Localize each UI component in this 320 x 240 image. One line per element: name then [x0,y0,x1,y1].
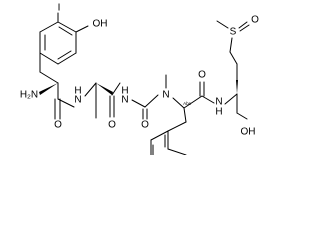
bond [229,37,233,53]
iodophenol-ring [39,21,77,65]
amide-n-label: N [215,97,222,108]
amide-h-label: H [74,86,81,97]
bond [216,20,229,29]
sulfur-label: S [230,27,237,38]
bond [172,97,185,109]
amide-h-label: H [215,107,222,118]
bond [229,51,238,65]
bond [39,52,59,65]
bond [57,52,77,65]
bond [144,94,159,108]
hydroxyl-label: OH [241,127,256,138]
bond [201,95,215,104]
sulfoxide-oxygen-label: O [251,15,259,26]
double-bond [239,24,250,32]
bond [111,82,121,96]
bond [75,25,89,33]
bond [57,98,75,108]
bond [183,107,187,123]
bond [167,121,187,132]
amide-n-label: N [121,95,128,106]
iodine-label: I [58,3,61,14]
stereo-wedge-bond [39,83,58,95]
stereo-wedge-bond [96,83,113,95]
bond [131,99,146,108]
double-bond [238,21,248,29]
stereo-wedge-bond [236,80,238,94]
chemical-structure-diagram: I OH H₂N O H N O H N O N A [20,3,259,155]
bond [150,130,169,141]
carbonyl-oxygen-label: O [108,120,116,131]
amide-h-label: H [121,86,128,97]
bond [236,112,248,120]
bond [183,95,203,109]
stereo-abs-label: Abs [183,101,192,106]
bond [224,93,238,105]
bond [39,21,59,33]
methyl-n-label: N [162,90,169,101]
carbonyl-oxygen-label: O [141,120,149,131]
carbonyl-oxygen-label: O [198,70,206,81]
amide-n-label: N [74,95,81,106]
benzyl-ring [150,121,187,155]
carbonyl-oxygen-label: O [54,120,62,131]
bond [57,21,77,33]
amine-label: H₂N [20,90,38,101]
double-bond [58,26,73,36]
bond [39,71,59,84]
hydroxyl-label: OH [93,19,108,30]
bond [167,148,187,155]
double-bond [57,50,72,60]
bond [84,82,97,97]
structure-canvas: I OH H₂N O H N O H N O N A [19,2,260,155]
